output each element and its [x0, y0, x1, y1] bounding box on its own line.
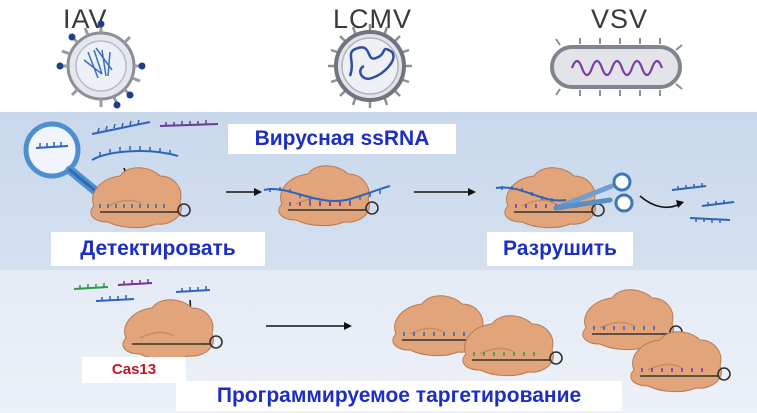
- cas13-protein-icon: [90, 166, 191, 229]
- cleaved-rna-fragments: [671, 183, 735, 223]
- iav-virus-icon: [56, 20, 146, 109]
- virus-label-vsv: VSV: [591, 4, 649, 34]
- cas13-protein-icon: [462, 314, 563, 377]
- destroy-label: Разрушить: [487, 232, 633, 266]
- guide-rna-strands: [73, 279, 211, 302]
- cas13-label: Cas13: [82, 357, 186, 383]
- cleave-arrow: [639, 195, 681, 209]
- detect-label: Детектировать: [51, 232, 265, 266]
- cas13-protein-icon: [582, 288, 683, 351]
- cas13-protein-icon: [263, 164, 391, 227]
- viral-ssrna-label: Вирусная ssRNA: [228, 124, 456, 154]
- cas13-protein-icon: [122, 298, 223, 361]
- programmable-targeting-label: Программируемое таргетирование: [176, 381, 622, 411]
- cas13-protein-icon: [630, 330, 731, 393]
- vsv-virus-icon: [550, 38, 683, 96]
- magnifier-icon: [23, 121, 109, 203]
- scissors-icon: [553, 172, 634, 213]
- cas13-protein-icon: [392, 294, 493, 357]
- lcmv-virus-icon: [328, 24, 412, 108]
- viral-rna-strands: [91, 119, 219, 161]
- cas13-protein-icon: [495, 166, 605, 229]
- virus-label-lcmv: LCMV: [333, 4, 413, 34]
